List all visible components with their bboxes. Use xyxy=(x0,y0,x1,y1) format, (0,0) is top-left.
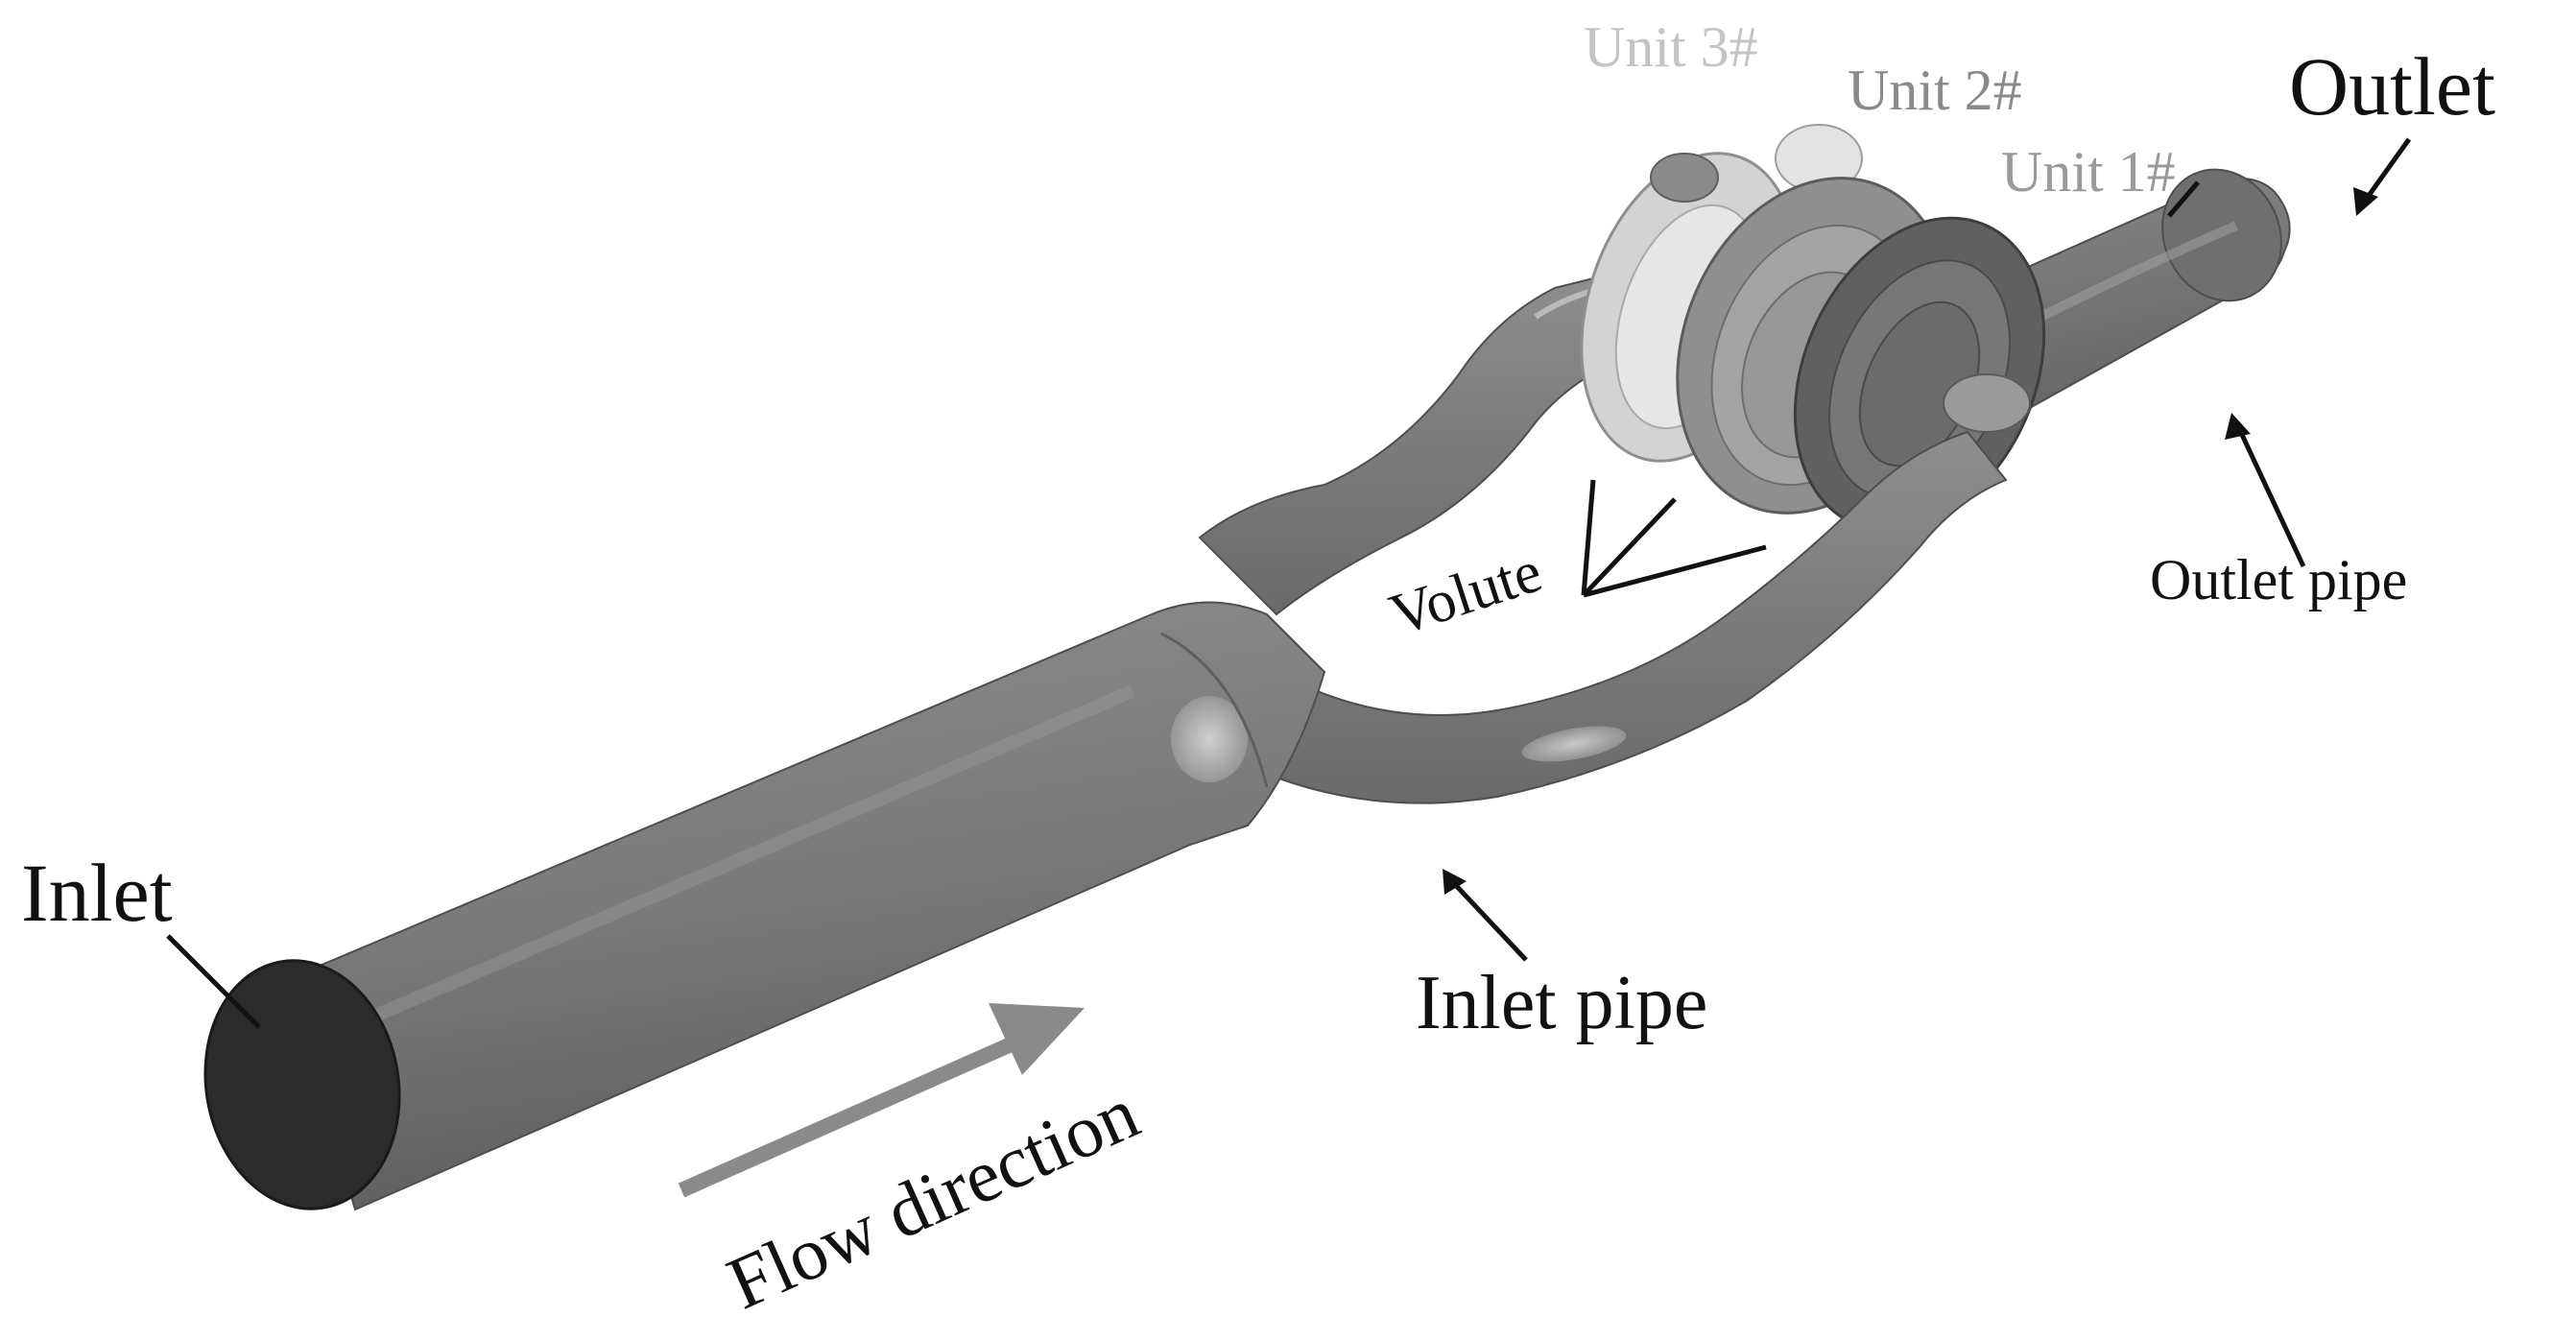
leader-arrowheads xyxy=(1443,187,2378,895)
outlet-pipe-label: Outlet pipe xyxy=(2150,548,2408,611)
inlet-pipe xyxy=(286,601,1326,1211)
inlet-pipe-arrowhead xyxy=(1443,869,1467,895)
inlet-pipe-label: Inlet pipe xyxy=(1416,961,1708,1045)
unit1-leader xyxy=(2167,180,2200,218)
leader-lines xyxy=(166,137,2412,1029)
lower-branch-pipe xyxy=(1276,430,2008,804)
volute-leader-2 xyxy=(1582,497,1677,597)
flow-direction-arrow xyxy=(678,1003,1085,1198)
volute-leader-3 xyxy=(1581,479,1596,596)
outlet-pipe-arrowhead xyxy=(2225,413,2251,440)
unit1-label: Unit 1# xyxy=(2001,140,2176,204)
inlet-label: Inlet xyxy=(21,847,173,939)
unit3-label: Unit 3# xyxy=(1584,15,1758,79)
outlet-arrowhead xyxy=(2353,187,2378,216)
unit2-label: Unit 2# xyxy=(1848,59,2022,122)
outlet-label: Outlet xyxy=(2289,40,2495,132)
inlet-leader xyxy=(166,934,261,1029)
outlet-pipe-leader xyxy=(2233,420,2306,568)
inlet-pipe-leader xyxy=(1447,876,1528,962)
volute-leader-1 xyxy=(1583,544,1767,598)
